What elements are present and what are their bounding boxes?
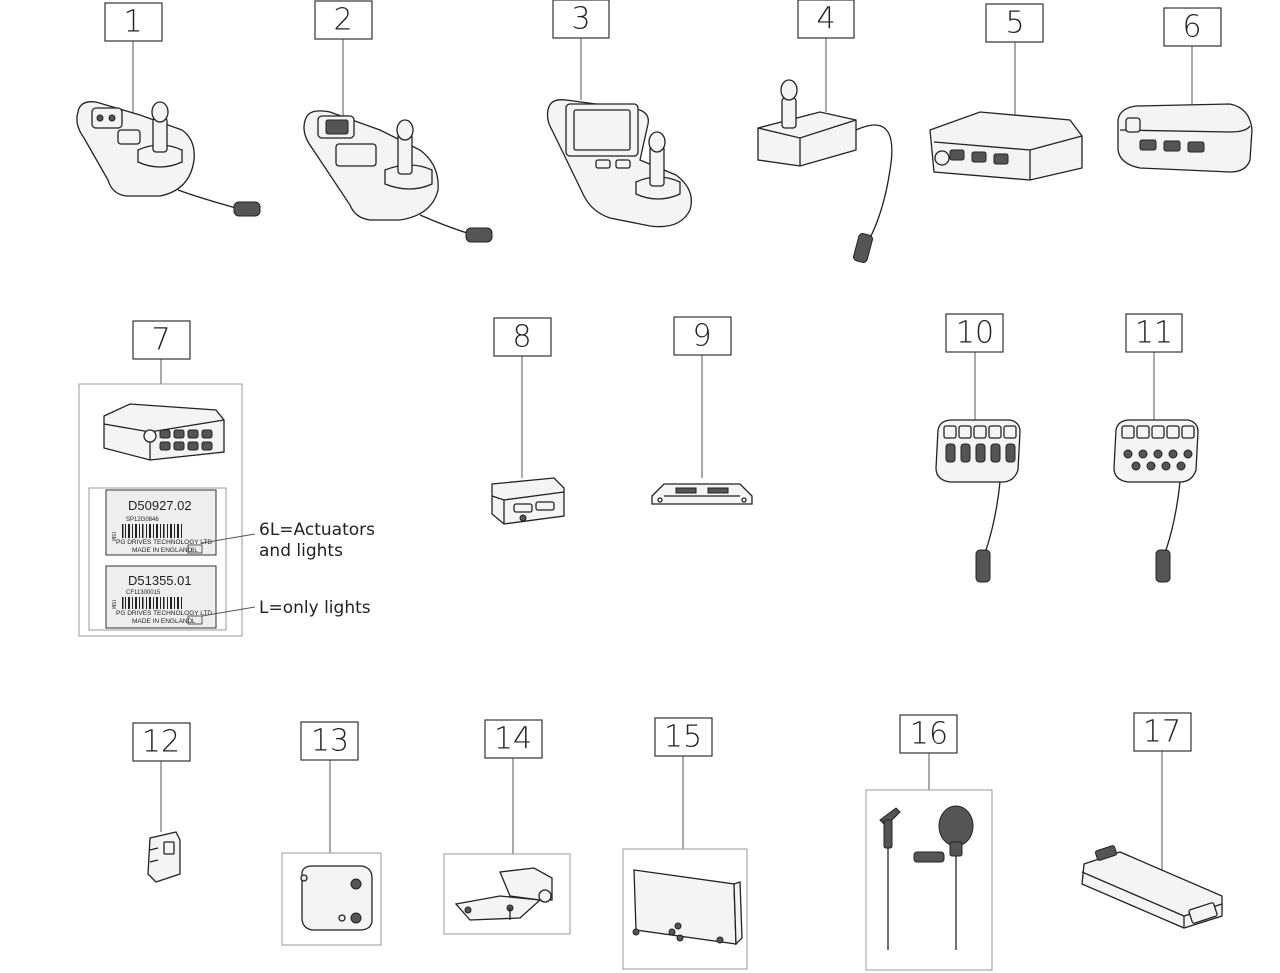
part-11: 11: [1113, 313, 1199, 583]
label-origin: MADE IN ENGLAND: [132, 618, 193, 625]
part-number-box: [493, 317, 552, 357]
part-number: 6: [1182, 10, 1201, 45]
label-serial: SP12G0846: [126, 517, 159, 523]
switch-box-illustration: [935, 419, 1021, 583]
label-maker: PG DRIVES TECHNOLOGY LTD: [116, 539, 212, 546]
attendant-joystick-illustration: [757, 79, 893, 263]
part-number-box: [945, 313, 1004, 353]
part-10: 10: [935, 313, 1021, 583]
connector-illustration: [147, 831, 181, 883]
part-number-box: [132, 722, 191, 762]
part-9: 9: [651, 316, 753, 505]
callout-leader-l: [201, 606, 256, 617]
part-number: 12: [142, 725, 180, 760]
label-code: D51355.01: [128, 573, 192, 588]
part-number: 2: [333, 3, 352, 38]
product-label-l: D51355.01 CF11300015 PG DRIVES TECHNOLOG…: [105, 565, 217, 629]
part-number: 1: [123, 5, 142, 40]
part-number-box: [314, 0, 373, 40]
lavalier-microphone-illustration: [879, 805, 974, 950]
mounting-plate-illustration: [300, 865, 373, 931]
part-number: 9: [692, 319, 711, 354]
flat-module-illustration: [651, 483, 753, 505]
part-number-box: [484, 719, 543, 759]
part-14-frame: [443, 853, 571, 935]
part-number-box: [1163, 7, 1222, 47]
actuator-module-illustration: [103, 403, 225, 461]
part-15-frame: [622, 848, 748, 970]
labels-frame: [88, 487, 227, 631]
label-origin: MADE IN ENGLAND: [132, 547, 193, 554]
label-serial: CF11300015: [126, 590, 161, 596]
part-12: 12: [132, 722, 191, 883]
part-number-box: [300, 721, 359, 761]
label-side: ISM: [110, 532, 116, 541]
part-14: 14: [443, 719, 571, 935]
part-number-box: [1133, 712, 1192, 752]
part-number-box: [673, 316, 732, 356]
part-4: 4: [757, 0, 893, 263]
rounded-power-module-illustration: [1117, 103, 1253, 173]
part-number-box: [1125, 313, 1183, 353]
part-1: 1: [76, 2, 261, 217]
part-number: 17: [1143, 715, 1181, 750]
part-number: 10: [956, 316, 994, 351]
part-number-box: [797, 0, 855, 39]
interface-module-illustration: [491, 477, 565, 525]
switch-box-variant-illustration: [1113, 419, 1199, 583]
part-number-box: [104, 2, 163, 42]
label-maker: PG DRIVES TECHNOLOGY LTD: [116, 610, 212, 617]
joystick-controller-illustration: [76, 101, 261, 217]
part-6: 6: [1117, 7, 1253, 173]
part-3: 3: [546, 0, 693, 228]
battery-pack-illustration: [1081, 845, 1223, 929]
part-13: 13: [281, 721, 382, 946]
part-number-box: [985, 3, 1044, 43]
part-number-box: [132, 320, 191, 360]
label-type-box: 6L: [191, 548, 198, 554]
bracket-illustration: [454, 867, 553, 921]
callout-leader-6l: [201, 533, 256, 544]
part-13-frame: [281, 852, 382, 946]
callout-6l-line1: 6L=Actuators: [259, 520, 375, 540]
display-joystick-illustration: [303, 110, 493, 243]
part-number: 7: [151, 323, 170, 358]
callout-l: L=only lights: [259, 598, 371, 618]
barcode: [122, 524, 182, 538]
part-number: 11: [1135, 316, 1173, 351]
part-number: 4: [816, 2, 835, 37]
label-code: D50927.02: [128, 498, 192, 513]
part-16: 16: [865, 714, 993, 971]
part-17: 17: [1081, 712, 1223, 929]
power-module-illustration: [929, 111, 1083, 181]
part-15: 15: [622, 717, 748, 970]
part-number: 16: [910, 717, 948, 752]
label-side: ISM: [110, 600, 116, 609]
part-2: 2: [303, 0, 493, 243]
callout-6l-line2: and lights: [259, 541, 343, 561]
part-8: 8: [491, 317, 565, 525]
part-number: 15: [664, 720, 702, 755]
label-type-box: L: [192, 619, 196, 625]
part-number-box: [552, 0, 610, 39]
part-number-box: [899, 714, 958, 754]
cover-plate-illustration: [632, 869, 743, 946]
part-7: 7 D50927.02 SP12G0846 PG DR: [78, 320, 375, 637]
part-5: 5: [929, 3, 1083, 181]
part-number: 13: [311, 724, 349, 759]
product-label-6l: D50927.02 SP12G0846 PG DRIVES TECHNOLOGY…: [105, 489, 217, 556]
part-7-frame: [78, 383, 243, 637]
part-number-box: [654, 717, 713, 757]
part-number: 14: [494, 722, 532, 757]
part-number: 8: [512, 320, 531, 355]
touchscreen-controller-illustration: [546, 99, 693, 228]
part-16-frame: [865, 789, 993, 971]
part-number: 3: [571, 2, 590, 37]
barcode: [122, 597, 182, 609]
part-number: 5: [1005, 6, 1024, 41]
